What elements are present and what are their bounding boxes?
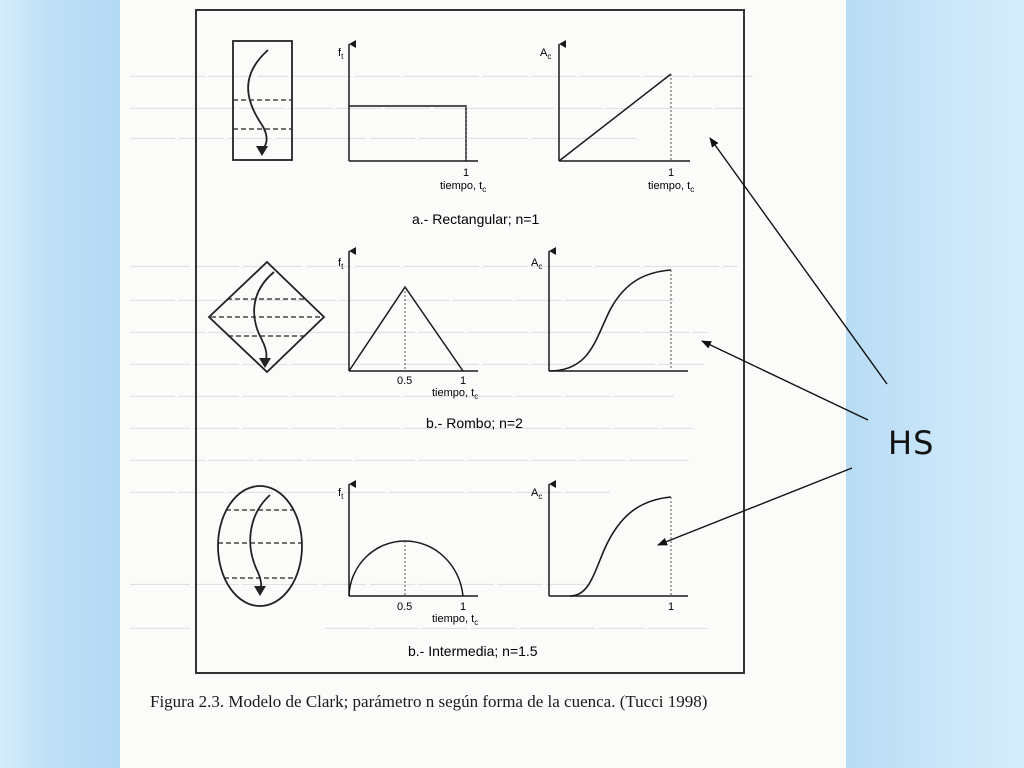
scanned-page [120, 0, 846, 768]
time-axis-label: tiempo, tc [432, 613, 478, 627]
arrowhead-icon [254, 586, 266, 596]
tick-label-one: 1 [463, 167, 469, 179]
tick-label-half: 0.5 [397, 375, 412, 387]
panel-rectangular: ft 1 tiempo, tc Ac 1 tiempo, tc a.- Rect… [232, 40, 694, 227]
panel-title: b.- Intermedia; n=1.5 [408, 643, 538, 659]
basin-ellipse [217, 485, 303, 607]
left-background [0, 0, 120, 768]
ac-axis-label: Ac [531, 487, 542, 501]
tick-label-one: 1 [668, 601, 674, 613]
arrowhead-icon [256, 146, 268, 156]
ac-s-curve [548, 269, 672, 372]
ft-arc-curve [348, 540, 464, 597]
annotation-arrow [657, 467, 853, 546]
annotation-arrow [701, 340, 869, 421]
right-background [846, 0, 1024, 768]
panel-rombo: ft 0.5 1 tiempo, tc Ac b.- Rombo; n=2 [207, 247, 688, 431]
ac-axis-label: Ac [540, 47, 551, 61]
tick-label-one: 1 [460, 375, 466, 387]
time-axis-label: tiempo, tc [440, 180, 486, 194]
panel-intermedia: ft 0.5 1 tiempo, tc Ac 1 b.- Intermedia;… [217, 480, 688, 659]
panel-title: a.- Rectangular; n=1 [412, 211, 539, 227]
hs-annotation-arrows [657, 137, 888, 546]
ft-axis-label: ft [338, 487, 344, 501]
flow-path-arrow [253, 271, 275, 363]
time-axis-label: tiempo, tc [648, 180, 694, 194]
ft-axis-label: ft [338, 47, 344, 61]
hs-annotation-label: HS [888, 424, 935, 462]
ac-axis-label: Ac [531, 257, 542, 271]
ft-rectangle-curve [349, 105, 467, 161]
figure-caption: Figura 2.3. Modelo de Clark; parámetro n… [150, 692, 708, 711]
flow-path-arrow [249, 494, 271, 591]
tick-label-one: 1 [668, 167, 674, 179]
annotation-arrow [709, 137, 888, 385]
time-axis-label: tiempo, tc [432, 387, 478, 401]
panel-title: b.- Rombo; n=2 [426, 415, 523, 431]
arrowhead-icon [259, 358, 271, 368]
ft-axis-label: ft [338, 257, 344, 271]
tick-label-one: 1 [460, 601, 466, 613]
flow-path-arrow [247, 49, 269, 151]
ft-triangle-curve [348, 285, 464, 372]
figure-frame [195, 9, 745, 674]
tick-label-half: 0.5 [397, 601, 412, 613]
ac-linear-curve [558, 73, 672, 162]
ac-s-curve [569, 496, 672, 597]
